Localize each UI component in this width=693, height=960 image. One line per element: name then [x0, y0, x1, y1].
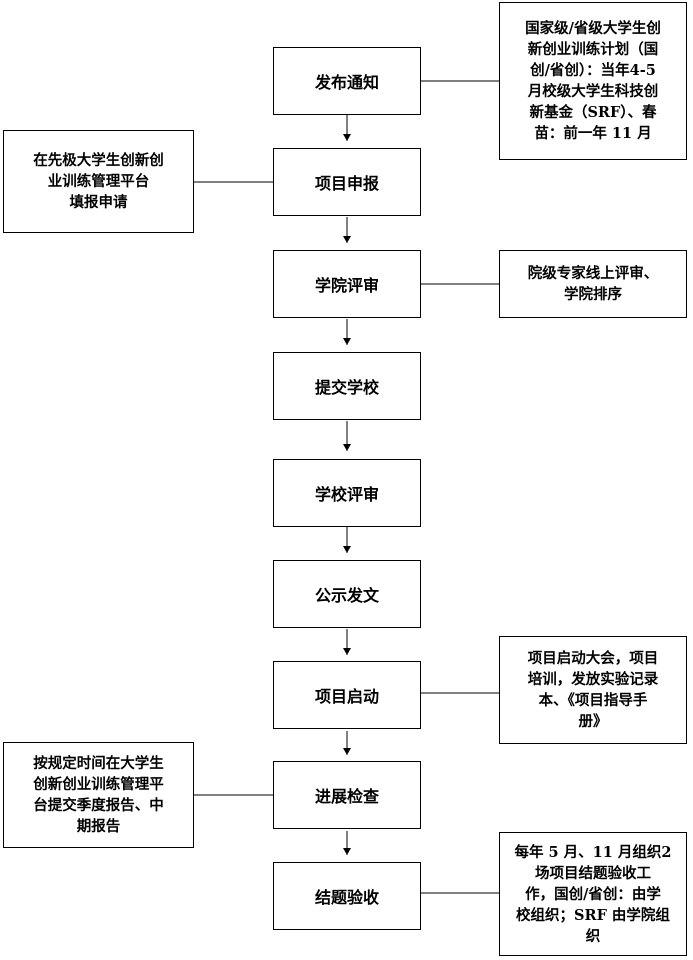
- note-line: 学院排序: [564, 286, 622, 303]
- note-line: 本、《项目指导手: [538, 692, 648, 709]
- note-line: 新创业训练计划（国: [527, 41, 659, 58]
- step-college-review: 学院评审: [273, 250, 421, 318]
- note-line: 作，国创/省创：由学: [525, 885, 661, 903]
- note-line: 织: [585, 927, 601, 945]
- note-line: 月校级大学生科技创: [527, 83, 659, 100]
- note-line: 项目启动大会，项目: [527, 650, 659, 667]
- note-line: 场项目结题验收工: [534, 864, 651, 882]
- note-line: 台提交季度报告、中: [33, 797, 164, 814]
- note-line: 校组织；SRF 由学院组: [516, 906, 670, 924]
- note-progress-reports: 按规定时间在大学生 创新创业训练管理平 台提交季度报告、中 期报告: [3, 742, 194, 848]
- note-line: 新基金（SRF）、春: [529, 104, 657, 121]
- note-line: 国家级/省级大学生创: [525, 20, 661, 37]
- note-line: 期报告: [76, 818, 121, 835]
- note-line: 院级专家线上评审、: [527, 265, 659, 282]
- note-line: 册》: [578, 713, 608, 730]
- note-line: 按规定时间在大学生: [33, 755, 164, 772]
- note-notice-schedule: 国家级/省级大学生创 新创业训练计划（国 创/省创）：当年4-5 月校级大学生科…: [499, 2, 687, 160]
- note-apply-platform: 在先极大学生创新创 业训练管理平台 填报申请: [3, 130, 194, 233]
- note-line: 业训练管理平台: [47, 173, 150, 190]
- step-project-launch: 项目启动: [273, 661, 421, 729]
- step-publish-notice: 发布通知: [273, 47, 421, 115]
- note-line: 每年 5 月、11 月组织2: [514, 843, 672, 861]
- step-school-review: 学校评审: [273, 459, 421, 527]
- step-submit-to-school: 提交学校: [273, 352, 421, 420]
- note-line: 填报申请: [69, 194, 128, 211]
- note-line: 创新创业训练管理平: [33, 776, 164, 793]
- step-project-application: 项目申报: [273, 148, 421, 216]
- note-acceptance-schedule: 每年 5 月、11 月组织2 场项目结题验收工 作，国创/省创：由学 校组织；S…: [499, 832, 687, 956]
- note-launch-activities: 项目启动大会，项目 培训，发放实验记录 本、《项目指导手 册》: [499, 636, 687, 744]
- step-public-announcement: 公示发文: [273, 560, 421, 628]
- note-college-review: 院级专家线上评审、 学院排序: [499, 250, 687, 318]
- note-line: 在先极大学生创新创: [33, 152, 164, 169]
- step-final-acceptance: 结题验收: [273, 862, 421, 930]
- note-line: 培训，发放实验记录: [527, 671, 659, 688]
- step-progress-check: 进展检查: [273, 761, 421, 829]
- note-line: 苗：前一年 11 月: [534, 125, 652, 142]
- note-line: 创/省创）：当年4-5: [530, 62, 656, 79]
